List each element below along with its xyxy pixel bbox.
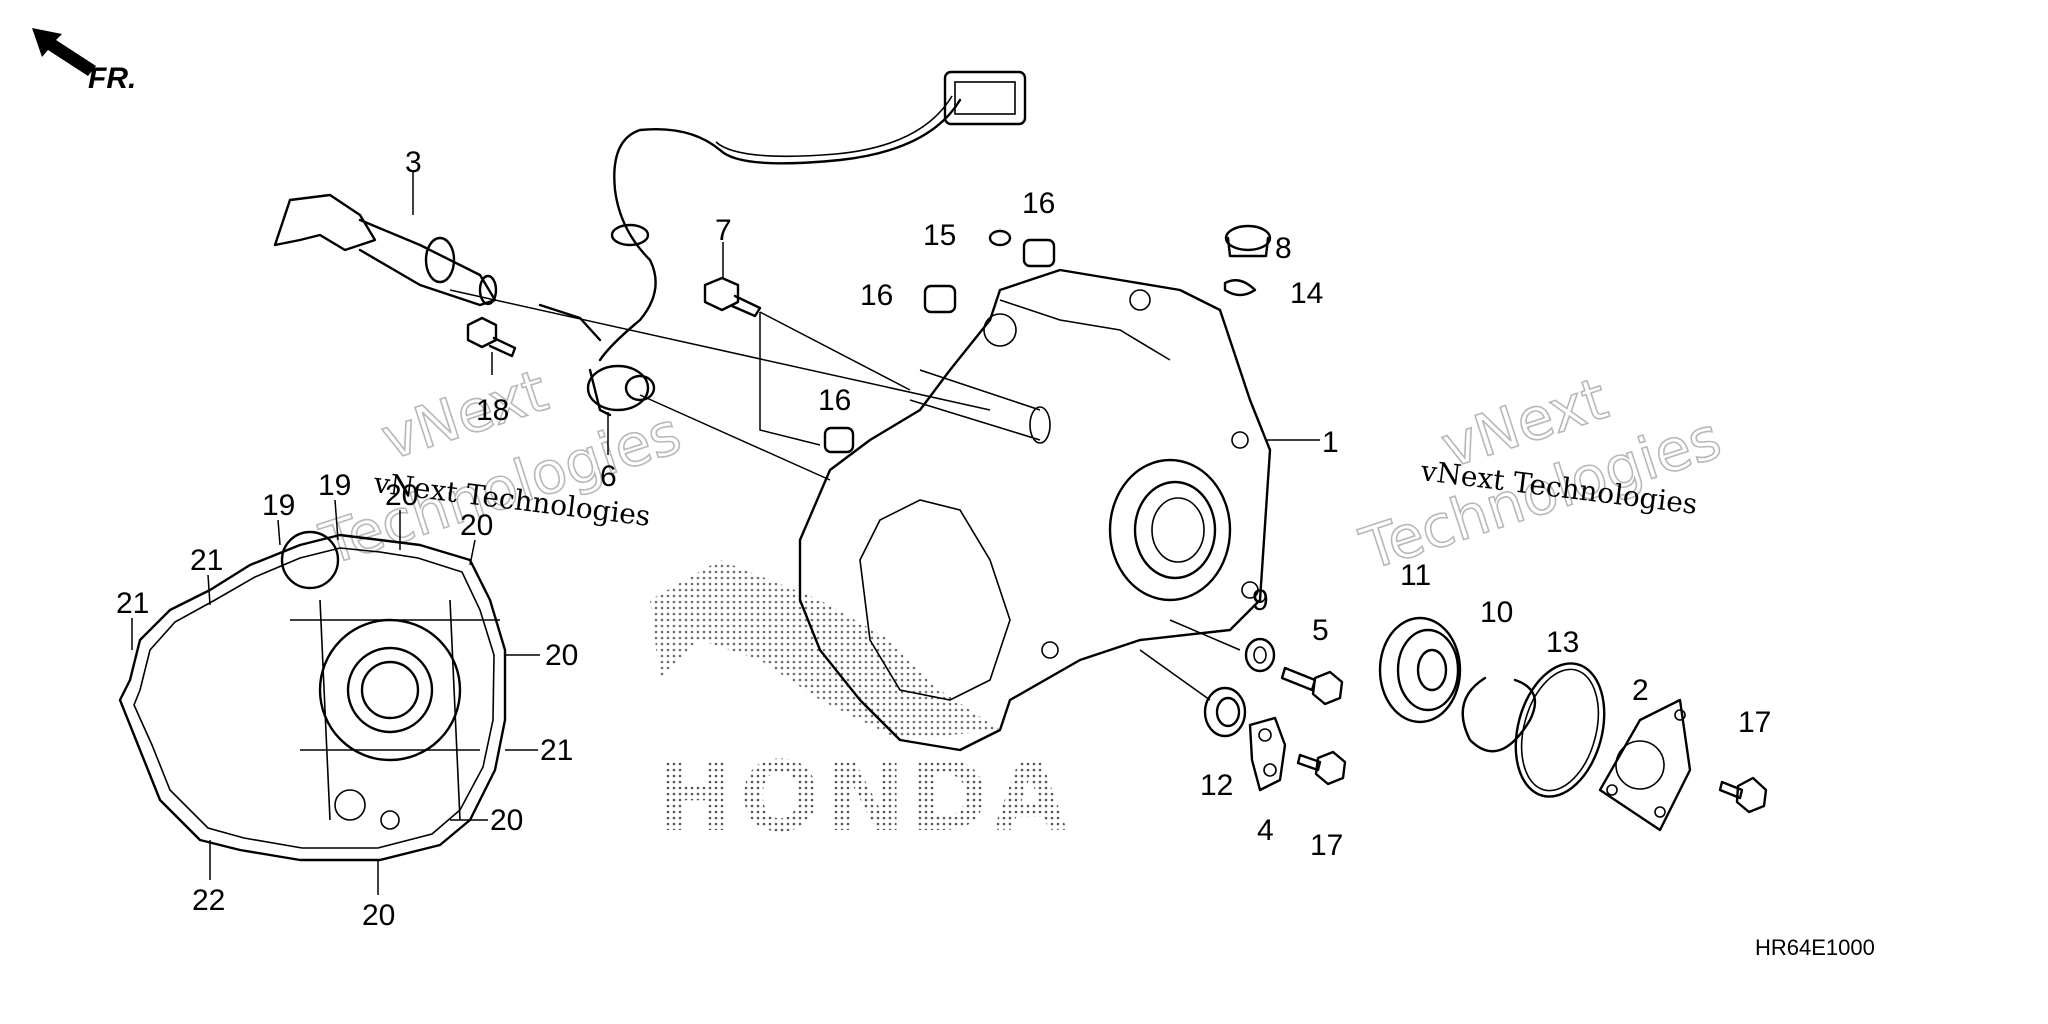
callout-21-right: 21 bbox=[540, 734, 573, 767]
part-case-gasket-view bbox=[118, 530, 507, 862]
part-o-ring-15 bbox=[988, 229, 1012, 247]
part-dowel-16c bbox=[823, 426, 855, 454]
callout-8: 8 bbox=[1275, 232, 1292, 265]
part-circlip-10 bbox=[1461, 676, 1537, 753]
part-bolt-17-right bbox=[1718, 776, 1768, 814]
direction-label: FR. bbox=[88, 62, 136, 95]
part-transmission-case bbox=[798, 268, 1320, 752]
callout-19-right: 19 bbox=[318, 469, 351, 502]
callout-1: 1 bbox=[1322, 426, 1339, 459]
callout-19-left: 19 bbox=[262, 489, 295, 522]
callout-10: 10 bbox=[1480, 596, 1513, 629]
callout-16-middle: 16 bbox=[860, 279, 893, 312]
callout-17-lower: 17 bbox=[1310, 829, 1343, 862]
callout-20-right: 20 bbox=[545, 639, 578, 672]
callout-2: 2 bbox=[1632, 674, 1649, 707]
watermark-right: vNext Technologies vNext Technologies bbox=[1352, 363, 1730, 584]
part-washer-9 bbox=[1244, 637, 1276, 673]
callout-15: 15 bbox=[923, 219, 956, 252]
callout-20-top: 20 bbox=[385, 479, 418, 512]
part-o-ring-13 bbox=[1514, 662, 1606, 798]
callout-5: 5 bbox=[1312, 614, 1329, 647]
part-bearing-11 bbox=[1378, 616, 1462, 724]
callout-6: 6 bbox=[600, 460, 617, 493]
callout-21-upper: 21 bbox=[190, 544, 223, 577]
part-bolt-17-lower bbox=[1296, 750, 1347, 786]
part-sensor-6 bbox=[538, 303, 656, 455]
callout-7: 7 bbox=[715, 214, 732, 247]
callout-9: 9 bbox=[1252, 584, 1269, 617]
callouts: 1 2 3 4 5 6 7 8 9 10 11 12 13 14 15 16 1… bbox=[116, 146, 1771, 932]
part-bolt-5 bbox=[1280, 666, 1344, 706]
wire-harness bbox=[598, 70, 1027, 362]
callout-11: 11 bbox=[1400, 559, 1431, 592]
callout-22: 22 bbox=[192, 884, 225, 917]
part-shift-spindle bbox=[273, 172, 498, 307]
part-o-ring-14 bbox=[1223, 279, 1257, 297]
harness-connector bbox=[943, 70, 1027, 126]
front-direction-arrow-icon: FR. bbox=[32, 28, 136, 95]
callout-16-top: 16 bbox=[1022, 187, 1055, 220]
callout-12: 12 bbox=[1200, 769, 1233, 802]
part-seal-12 bbox=[1203, 686, 1247, 738]
brand-text: HONDA bbox=[655, 741, 1071, 853]
callout-14: 14 bbox=[1290, 277, 1323, 310]
part-gasket-cover-2 bbox=[1598, 698, 1692, 832]
honda-dotted-logo: HONDA bbox=[650, 560, 1071, 853]
callout-21-left: 21 bbox=[116, 587, 149, 620]
part-bolt-7 bbox=[703, 242, 762, 318]
part-dowel-16b bbox=[923, 284, 957, 314]
part-plug-8 bbox=[1224, 224, 1272, 258]
callout-4: 4 bbox=[1257, 814, 1274, 847]
assembly-lines bbox=[449, 289, 1241, 701]
callout-20-upper: 20 bbox=[460, 509, 493, 542]
callout-17-right: 17 bbox=[1738, 706, 1771, 739]
callout-20-bottom: 20 bbox=[362, 899, 395, 932]
part-dowel-16a bbox=[1022, 238, 1056, 268]
part-bolt-18 bbox=[466, 316, 517, 375]
callout-20-lower-right: 20 bbox=[490, 804, 523, 837]
callout-16-lower: 16 bbox=[818, 384, 851, 417]
part-stay-4 bbox=[1248, 716, 1287, 792]
diagram-code: HR64E1000 bbox=[1755, 935, 1875, 960]
left-leaders bbox=[131, 499, 540, 895]
watermark-left: vNext Technologies vNext Technologies bbox=[312, 355, 690, 579]
callout-13: 13 bbox=[1546, 626, 1579, 659]
callout-3: 3 bbox=[405, 146, 422, 179]
callout-18: 18 bbox=[476, 394, 509, 427]
